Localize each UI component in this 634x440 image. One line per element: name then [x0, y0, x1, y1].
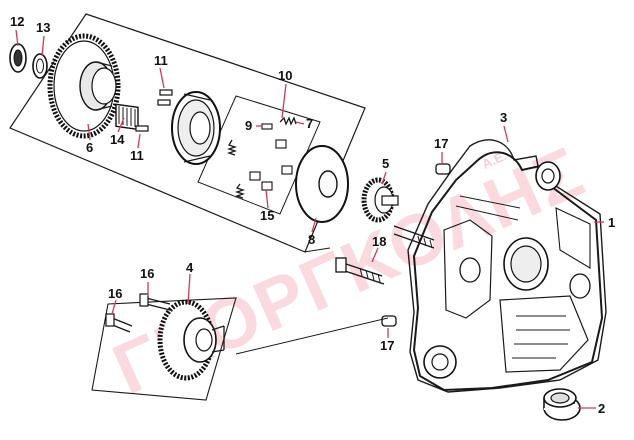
part-17-dowel-lower [381, 315, 397, 327]
alignment-line-upper [303, 247, 331, 253]
callout-17-lower: 17 [380, 338, 394, 353]
part-17-dowel-upper [435, 163, 451, 175]
part-8-plate [295, 145, 349, 223]
bolt-11-lower [135, 125, 149, 132]
callout-12: 12 [10, 14, 24, 29]
part-1-crankcase [412, 151, 604, 392]
callout-11-lower: 11 [130, 148, 144, 163]
part-16-bolt-b [139, 293, 171, 311]
part-10-clutch-housing [171, 91, 221, 165]
leader-lines [15, 29, 604, 409]
callout-15: 15 [260, 208, 274, 223]
callout-14: 14 [110, 132, 125, 147]
part-5-small-gear [361, 177, 399, 223]
callout-7: 7 [306, 116, 313, 131]
callout-6: 6 [86, 140, 93, 155]
assembly-panel-lower [91, 297, 237, 401]
part-2-bushing [543, 388, 581, 421]
callout-18: 18 [372, 234, 386, 249]
callout-5: 5 [382, 156, 389, 171]
callout-4: 4 [186, 260, 194, 275]
part-18-bolt [335, 257, 385, 285]
callout-2: 2 [598, 401, 605, 416]
callout-17-upper: 17 [434, 136, 448, 151]
callout-9: 9 [245, 118, 252, 133]
part-14-needle-bearing [115, 103, 139, 131]
part-9-roller [261, 123, 273, 130]
callout-16-lower: 16 [108, 286, 122, 301]
callout-16-upper: 16 [140, 266, 154, 281]
part-7-spring [279, 116, 297, 126]
alignment-line-lower [235, 317, 389, 355]
spring-inner [226, 139, 238, 156]
callout-1: 1 [608, 215, 615, 230]
callout-8: 8 [308, 232, 315, 247]
part-4-pump-gear [157, 299, 225, 381]
part-15-rollers [234, 139, 293, 199]
callout-11: 11 [154, 53, 168, 68]
part-13-washer [32, 53, 48, 79]
callout-13: 13 [36, 20, 50, 35]
part-3-gasket [407, 139, 607, 393]
part-16-bolt-a [105, 313, 133, 333]
part-12-seal [9, 43, 27, 73]
callout-3: 3 [500, 110, 507, 125]
part-6-starter-gear [47, 33, 121, 139]
bolt-11-upper [157, 89, 173, 106]
callout-10: 10 [278, 68, 292, 83]
callout-labels: 12 13 11 10 14 6 11 9 7 15 8 5 3 17 1 18… [10, 14, 615, 416]
stud-bolt [393, 225, 435, 249]
